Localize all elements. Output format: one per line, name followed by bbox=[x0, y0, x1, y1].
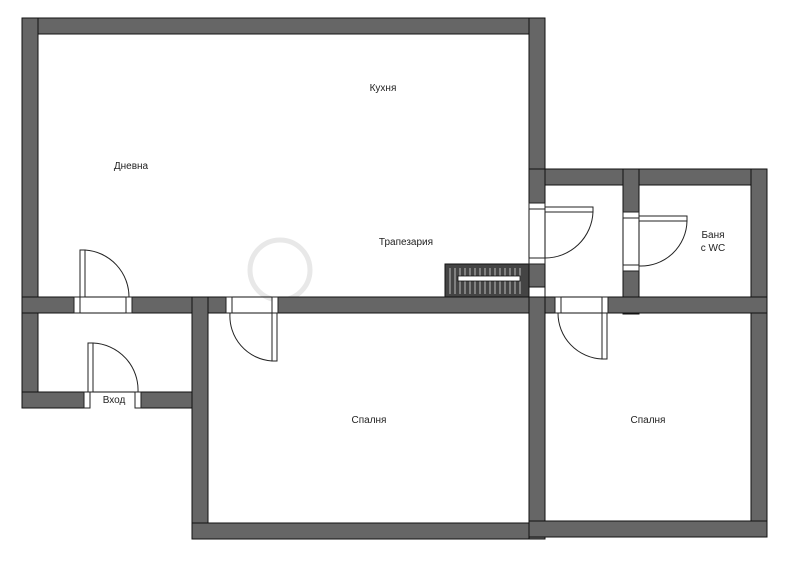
room-label-bedroom2: Спалня bbox=[631, 415, 666, 426]
room-labels: Кухня Дневна Трапезария Баня с WC Вход С… bbox=[103, 83, 726, 426]
wall-bed1-bottom bbox=[191, 522, 546, 540]
wall-mid-b bbox=[129, 296, 231, 314]
wall-annex-top bbox=[528, 168, 768, 186]
wall-bath-divider bbox=[622, 168, 640, 215]
room-label-dining: Трапезария bbox=[379, 237, 433, 248]
doors bbox=[73, 202, 688, 409]
wall-annex-left-upper bbox=[528, 168, 546, 208]
walls bbox=[21, 17, 768, 540]
room-label-living: Дневна bbox=[114, 161, 149, 172]
room-label-bedroom1: Спалня bbox=[352, 415, 387, 426]
wall-bed2-bottom bbox=[528, 520, 768, 538]
room-label-bath-wc: с WC bbox=[701, 243, 725, 254]
wall-bed-divider bbox=[528, 296, 546, 540]
door-corridor bbox=[528, 202, 594, 265]
room-label-entrance: Вход bbox=[103, 395, 126, 406]
wall-mid-c bbox=[274, 296, 556, 314]
wall-bed1-left bbox=[191, 296, 209, 540]
door-entrance bbox=[83, 342, 142, 409]
wall-mid-d bbox=[606, 296, 768, 314]
stairs bbox=[444, 263, 530, 298]
door-living bbox=[73, 249, 133, 314]
wall-inner-lines bbox=[37, 33, 752, 524]
wall-annex-left-lower bbox=[528, 262, 546, 288]
room-label-bath: Баня bbox=[701, 230, 724, 241]
wall-annex-right bbox=[750, 168, 768, 538]
room-label-kitchen: Кухня bbox=[370, 83, 397, 94]
wall-top bbox=[21, 17, 546, 35]
watermark-logo-mark bbox=[247, 237, 313, 303]
door-bedroom1 bbox=[225, 296, 279, 362]
wall-kitchen-right bbox=[528, 17, 546, 187]
wall-vest-bottom-left bbox=[21, 391, 91, 409]
wall-mid-a bbox=[21, 296, 81, 314]
door-bath bbox=[622, 211, 688, 272]
door-bedroom2 bbox=[554, 296, 609, 360]
wall-left-upper bbox=[21, 17, 39, 409]
